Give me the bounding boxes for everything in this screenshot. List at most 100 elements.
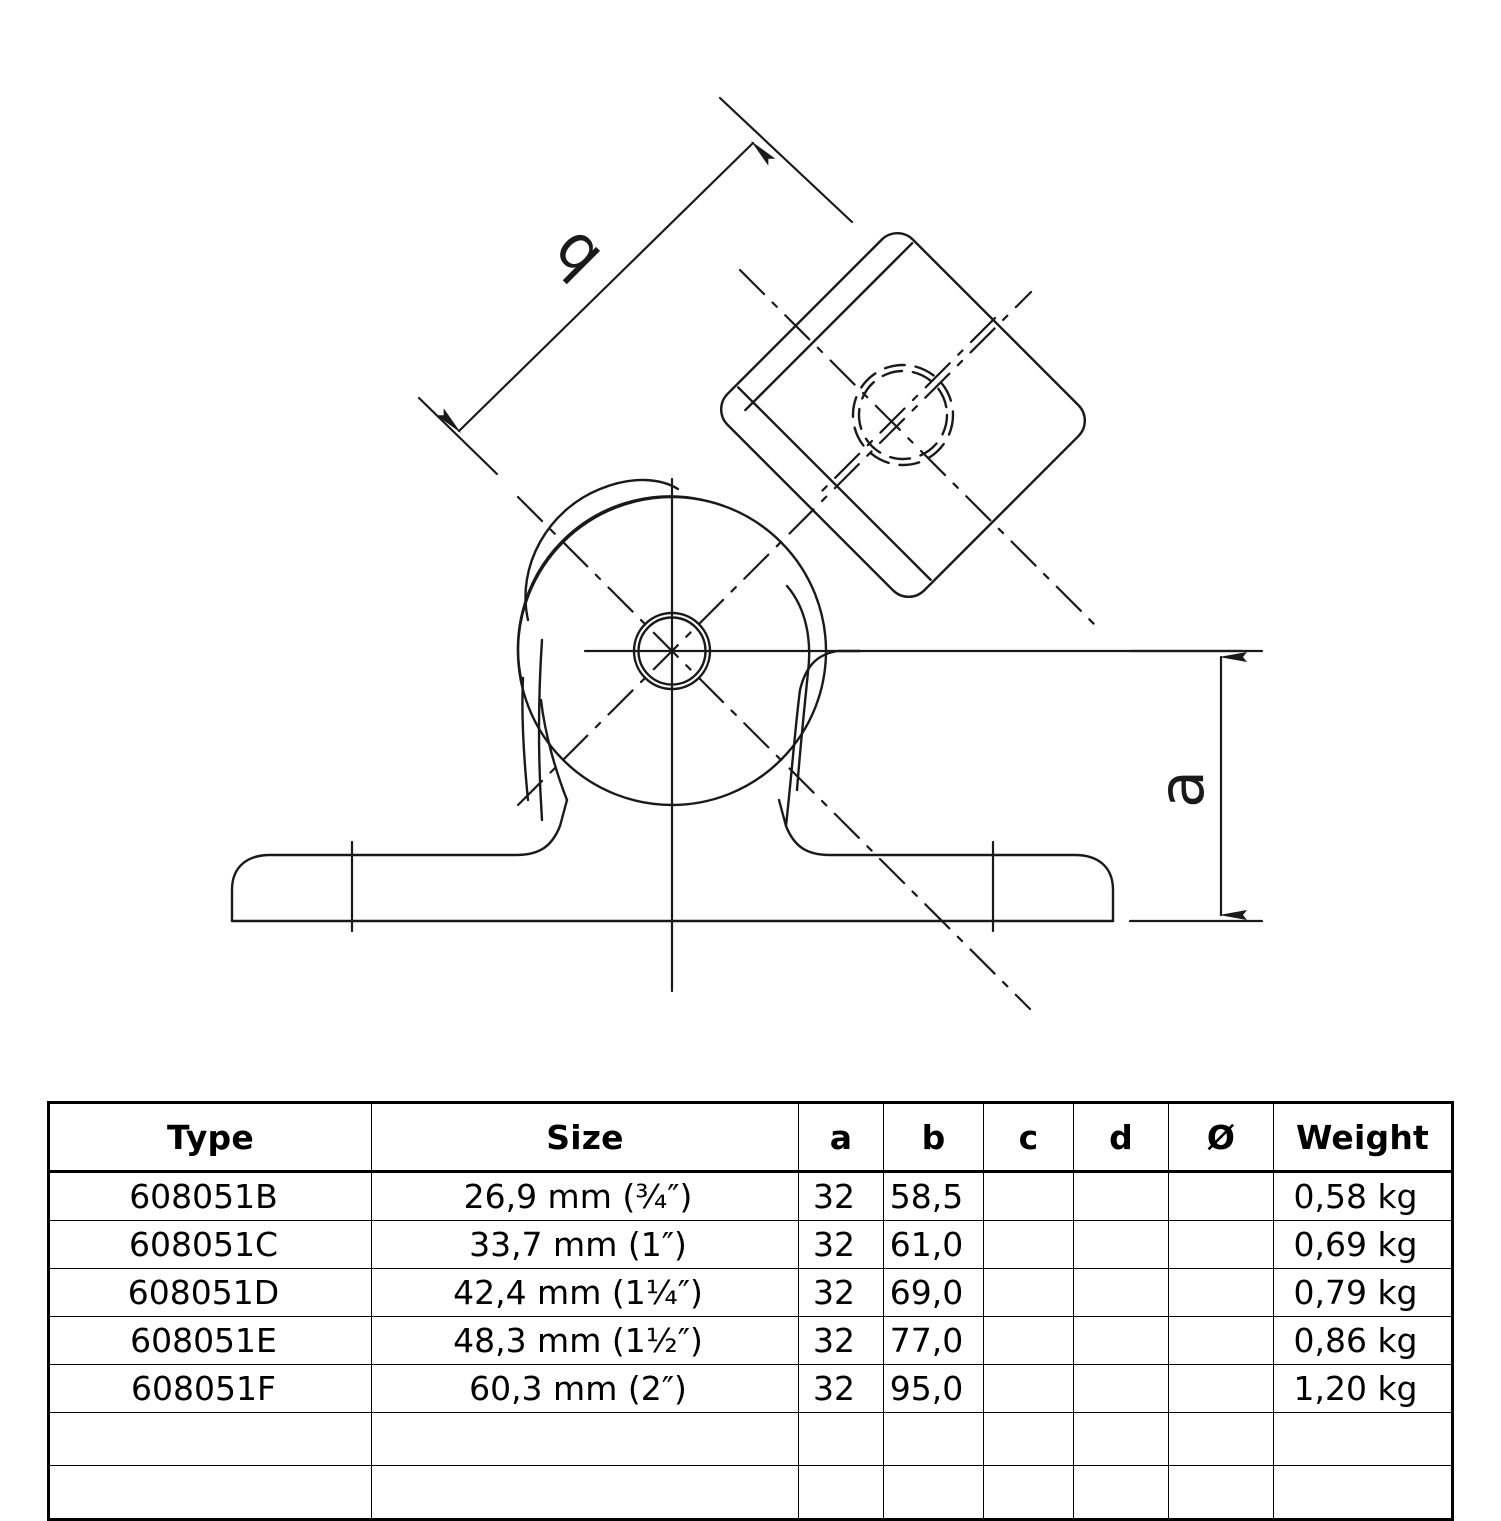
- centreline-socket-perpendicular: [516, 495, 1032, 1011]
- table-cell-c: [983, 1268, 1074, 1317]
- centrelines: [516, 268, 1102, 1011]
- table-cell-c: [983, 1171, 1074, 1221]
- angled-socket: [719, 231, 1087, 599]
- dim-b-line: [436, 140, 776, 434]
- table-cell-empty: [1073, 1465, 1169, 1520]
- table-cell-size: 26,9 mm (¾″): [371, 1171, 799, 1221]
- centreline-socket-cross-right: [816, 316, 997, 497]
- table-cell-empty: [1073, 1412, 1169, 1466]
- table-cell-b: 69,0: [883, 1268, 984, 1317]
- socket-body-rect: [719, 231, 1087, 599]
- table-cell-a: 32: [798, 1220, 884, 1269]
- table-cell-empty: [371, 1465, 799, 1520]
- table-cell-empty: [798, 1465, 884, 1520]
- table-cell-c: [983, 1364, 1074, 1413]
- table-cell-empty: [798, 1412, 884, 1466]
- table-cell-empty: [1273, 1412, 1453, 1466]
- table-cell-c: [983, 1220, 1074, 1269]
- dimension-label-b: b: [535, 216, 614, 295]
- body-right-shoulder: [784, 649, 862, 828]
- dim-b-extension-lower: [417, 396, 499, 476]
- table-cell-weight: 1,20 kg: [1273, 1364, 1453, 1413]
- column-header-a: a: [798, 1102, 884, 1173]
- socket-bolt-hole: [851, 363, 955, 467]
- table-cell-size: 48,3 mm (1½″): [371, 1316, 799, 1365]
- table-cell-size: 33,7 mm (1″): [371, 1220, 799, 1269]
- table-cell-dia: [1168, 1268, 1274, 1317]
- table-cell-d: [1073, 1364, 1169, 1413]
- table-cell-size: 60,3 mm (2″): [371, 1364, 799, 1413]
- table-cell-dia: [1168, 1220, 1274, 1269]
- table-cell-dia: [1168, 1316, 1274, 1365]
- hub-centrelines: [583, 477, 1244, 993]
- table-cell-a: 32: [798, 1316, 884, 1365]
- dimension-a: [1128, 649, 1264, 923]
- table-cell-d: [1073, 1268, 1169, 1317]
- table-cell-type: 608051F: [48, 1364, 372, 1413]
- table-cell-c: [983, 1316, 1074, 1365]
- pivot-hub-inner-arc-left: [516, 495, 705, 685]
- column-header-weight: Weight: [1273, 1102, 1453, 1173]
- dim-b-extension-upper: [718, 96, 854, 224]
- column-header-c: c: [983, 1102, 1074, 1173]
- table-cell-empty: [371, 1412, 799, 1466]
- column-header-dia: Ø: [1168, 1102, 1274, 1173]
- dimension-label-a: a: [1145, 770, 1218, 808]
- technical-drawing: b a: [230, 96, 1264, 1011]
- drawing-canvas: b a: [230, 96, 1264, 1011]
- pivot-hub-collar-left-down: [521, 676, 530, 802]
- table-cell-a: 32: [798, 1171, 884, 1221]
- table-header-row: Type Size a b c d Ø Weight: [48, 1102, 1453, 1173]
- table-cell-empty: [48, 1412, 372, 1466]
- column-header-d: d: [1073, 1102, 1169, 1173]
- table-cell-weight: 0,58 kg: [1273, 1171, 1453, 1221]
- table-cell-b: 95,0: [883, 1364, 984, 1413]
- table-empty-row: [48, 1465, 1453, 1520]
- table-cell-a: 32: [798, 1268, 884, 1317]
- table-cell-empty: [983, 1465, 1074, 1520]
- table-cell-d: [1073, 1171, 1169, 1221]
- table-cell-weight: 0,79 kg: [1273, 1268, 1453, 1317]
- table-cell-weight: 0,69 kg: [1273, 1220, 1453, 1269]
- table-cell-empty: [983, 1412, 1074, 1466]
- table-cell-a: 32: [798, 1364, 884, 1413]
- centreline-socket-axis: [516, 290, 1033, 807]
- socket-top-inner-edge: [744, 241, 914, 412]
- fitting-body: [537, 638, 862, 828]
- table-cell-empty: [1168, 1412, 1274, 1466]
- table-cell-d: [1073, 1316, 1169, 1365]
- centreline-socket-cross-upper: [738, 268, 1102, 632]
- base-flange-left-outline: [230, 798, 569, 923]
- socket-bolt-hole-outer: [851, 363, 955, 467]
- table-cell-empty: [1168, 1465, 1274, 1520]
- column-header-size: Size: [371, 1102, 799, 1173]
- table-cell-size: 42,4 mm (1¼″): [371, 1268, 799, 1317]
- table-cell-type: 608051D: [48, 1268, 372, 1317]
- table-cell-weight: 0,86 kg: [1273, 1316, 1453, 1365]
- table-cell-empty: [48, 1465, 372, 1520]
- column-header-b: b: [883, 1102, 984, 1173]
- table-cell-dia: [1168, 1171, 1274, 1221]
- table-cell-type: 608051E: [48, 1316, 372, 1365]
- pivot-hub-collar-left: [524, 478, 680, 622]
- table-cell-b: 58,5: [883, 1171, 984, 1221]
- dimension-b: [417, 96, 854, 476]
- table-empty-row: [48, 1412, 1453, 1466]
- table-cell-type: 608051C: [48, 1220, 372, 1269]
- base-hole-centrelines: [350, 840, 995, 933]
- table-cell-d: [1073, 1220, 1169, 1269]
- pivot-hub-collar-right: [785, 584, 811, 792]
- table-cell-empty: [1273, 1465, 1453, 1520]
- column-header-type: Type: [48, 1102, 372, 1173]
- table-cell-dia: [1168, 1364, 1274, 1413]
- table-cell-type: 608051B: [48, 1171, 372, 1221]
- table-cell-empty: [883, 1465, 984, 1520]
